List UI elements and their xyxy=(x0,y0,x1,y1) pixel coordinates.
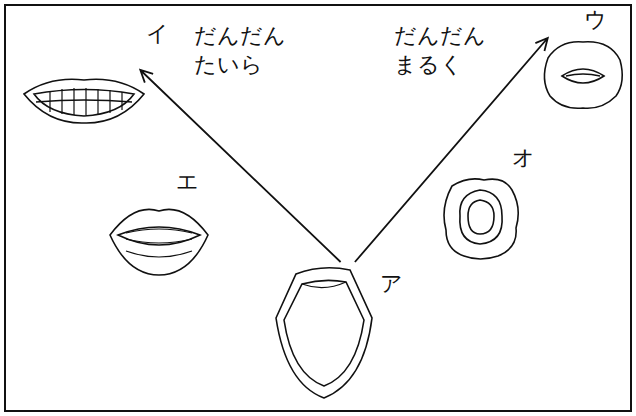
frame xyxy=(5,5,631,411)
mouth-u xyxy=(544,42,622,108)
mouth-box: ア xyxy=(268,262,378,400)
mouth-box: ウ xyxy=(540,38,626,110)
edge-label: だんだん まるく xyxy=(392,22,497,79)
edge-label: だんだん たいら xyxy=(192,22,297,79)
vowel-label: イ xyxy=(146,22,169,46)
vowel-label: ア xyxy=(380,272,403,296)
mouth-box: オ xyxy=(438,172,522,262)
mouth-o xyxy=(444,179,518,259)
vowel-label: オ xyxy=(512,146,535,170)
mouth-box: エ xyxy=(106,195,212,278)
vowel-label: エ xyxy=(176,170,199,194)
mouth-a xyxy=(276,268,372,398)
arrow-connector xyxy=(140,70,340,262)
vowel-label: ウ xyxy=(584,8,607,32)
mouth-e xyxy=(110,209,208,275)
mouth-i xyxy=(24,79,144,123)
mouth-box: イ xyxy=(20,70,148,125)
